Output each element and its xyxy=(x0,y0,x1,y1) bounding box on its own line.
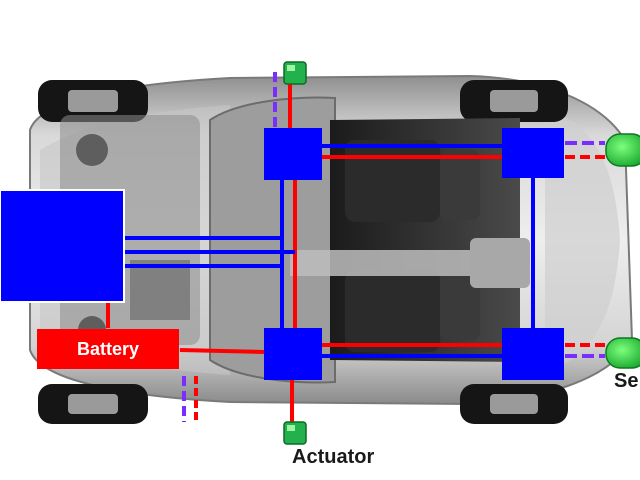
battery-label: Battery xyxy=(37,329,179,369)
zone-ecu-front-left xyxy=(264,128,322,180)
front-right-wheel xyxy=(38,384,148,424)
actuator-label: Actuator xyxy=(292,446,374,469)
sensor-bottom-icon xyxy=(606,338,640,368)
actuator-bottom-icon xyxy=(284,422,306,444)
rear-right-wheel xyxy=(460,384,568,424)
zone-ecu-rear-left xyxy=(502,128,564,178)
central-ecu xyxy=(0,190,124,302)
zone-ecu-front-right xyxy=(264,328,322,380)
zone-ecu-rear-right xyxy=(502,328,564,380)
sensor-top-icon xyxy=(606,134,640,166)
sensor-label: Se xyxy=(614,370,638,393)
actuator-top-icon xyxy=(284,62,306,84)
rear-left-wheel xyxy=(460,80,568,122)
